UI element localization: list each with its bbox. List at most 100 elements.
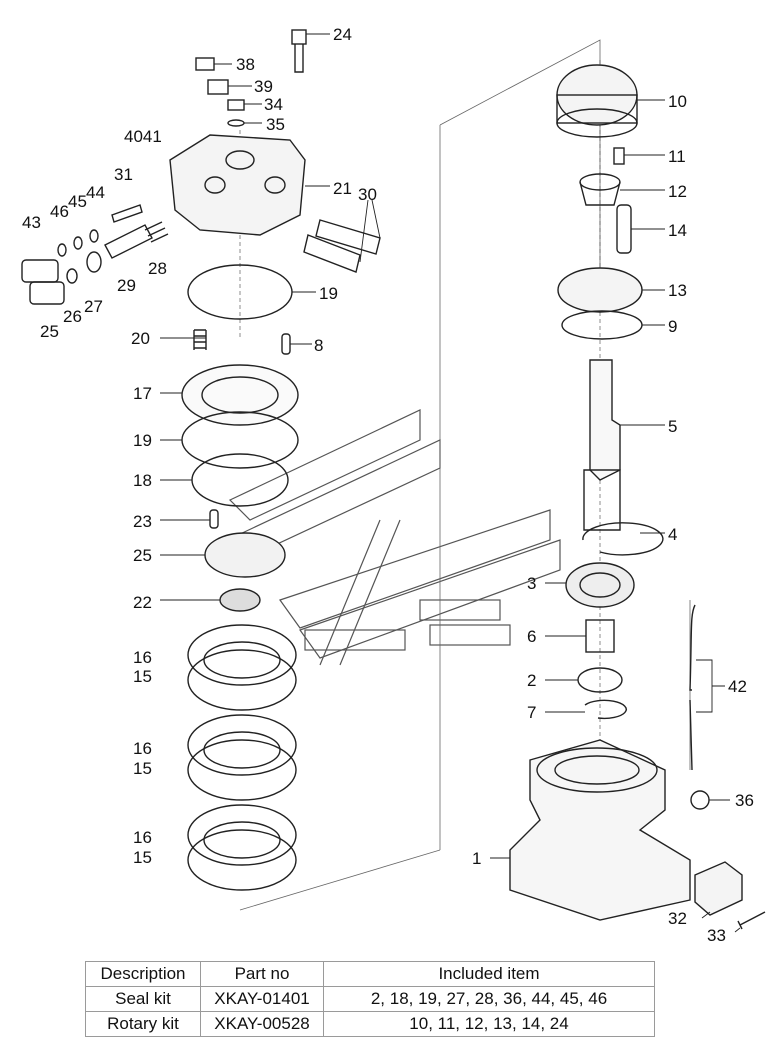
callout-13: 13 — [668, 281, 687, 300]
callout-26: 25 — [40, 322, 59, 341]
table-row: Seal kit XKAY-01401 2, 18, 19, 27, 28, 3… — [85, 986, 655, 1012]
part-38-plug — [195, 57, 215, 71]
watermark-logo — [228, 409, 561, 666]
callout-20: 20 — [131, 329, 150, 348]
row-description: Rotary kit — [85, 1011, 201, 1037]
part-29-spring — [144, 221, 169, 243]
boundary-lines — [239, 39, 691, 911]
callout-36: 35 — [266, 115, 285, 134]
part-34-bolt — [737, 911, 766, 930]
part-23-pin — [209, 509, 219, 529]
part-25-bolt — [291, 29, 307, 45]
part-44-oring — [89, 229, 99, 243]
header-part-no: Part no — [200, 961, 324, 987]
callout-24: 25 — [133, 546, 152, 565]
part-8-pin — [281, 333, 291, 355]
part-43-plug — [21, 259, 59, 283]
callout-labels: 24 38 39 34 35 4041 31 21 30 44 45 46 43… — [22, 25, 754, 945]
callout-29: 28 — [148, 259, 167, 278]
callout-39: 39 — [254, 77, 273, 96]
part-15-plate-a — [187, 649, 297, 711]
parts-left — [21, 29, 381, 891]
part-36-oring — [227, 119, 245, 127]
callout-2: 2 — [527, 671, 536, 690]
part-42-dipstick — [689, 604, 696, 771]
callout-38: 38 — [236, 55, 255, 74]
cover-port — [225, 150, 255, 170]
table-row: Rotary kit XKAY-00528 10, 11, 12, 13, 14… — [85, 1011, 655, 1037]
callout-42: 42 — [728, 677, 747, 696]
row-part-no: XKAY-01401 — [200, 986, 324, 1012]
callout-35: 34 — [264, 95, 283, 114]
callout-9: 9 — [668, 317, 677, 336]
callout-15-b: 15 — [133, 759, 152, 778]
row-description: Seal kit — [85, 986, 201, 1012]
callout-21: 21 — [333, 179, 352, 198]
callout-45: 45 — [68, 192, 87, 211]
part-20-spring — [193, 329, 207, 350]
callout-6: 6 — [527, 627, 536, 646]
part-7-snap-ring — [584, 699, 627, 720]
header-description: Description — [85, 961, 201, 987]
part-4-snap-ring — [582, 522, 664, 556]
part-28-oring — [86, 251, 102, 273]
header-included-item: Included item — [323, 961, 655, 987]
part-22-bearing — [219, 588, 261, 612]
part-31-valve-a — [315, 219, 381, 255]
callout-17: 17 — [133, 384, 152, 403]
part-25-shank — [294, 44, 304, 73]
callout-32: 31 — [114, 165, 133, 184]
callout-37: 36 — [735, 791, 754, 810]
callout-10: 10 — [668, 92, 687, 111]
callout-22: 22 — [133, 593, 152, 612]
callout-3: 3 — [527, 574, 536, 593]
row-items: 2, 18, 19, 27, 28, 36, 44, 45, 46 — [323, 986, 655, 1012]
part-16-disc-c — [187, 804, 297, 866]
callout-19: 19 — [133, 431, 152, 450]
part-9-plate — [561, 310, 643, 340]
part-39-plug — [207, 79, 229, 95]
parts-right — [509, 64, 766, 930]
callout-34: 33 — [707, 926, 726, 945]
callout-16-c: 16 — [133, 828, 152, 847]
row-part-no: XKAY-00528 — [200, 1011, 324, 1037]
callout-14: 14 — [668, 221, 687, 240]
callout-27: 26 — [63, 307, 82, 326]
part-32-spool — [111, 204, 143, 223]
callout-25: 24 — [333, 25, 352, 44]
callout-5: 5 — [668, 417, 677, 436]
part-27-oring — [66, 268, 78, 284]
callout-30: 29 — [117, 276, 136, 295]
callout-16-b: 16 — [133, 739, 152, 758]
kit-table: Description Part no Included item Seal k… — [85, 961, 655, 1037]
callout-15-a: 15 — [133, 667, 152, 686]
leader-lines — [160, 33, 741, 933]
part-3-bearing — [565, 562, 635, 608]
callout-31: 30 — [358, 185, 377, 204]
callout-15-c: 15 — [133, 848, 152, 867]
part-45-oring — [73, 236, 83, 250]
part-46-oring — [57, 243, 67, 257]
part-31-valve-b — [303, 234, 361, 273]
part-15-plate-c — [187, 829, 297, 891]
part-16-disc-b — [187, 714, 297, 776]
part-40-41-valve-cover — [169, 134, 306, 236]
part-15-plate-b — [187, 739, 297, 801]
part-16-disc-a — [187, 624, 297, 686]
part-17-plate — [181, 364, 299, 426]
part-5-shaft — [589, 359, 621, 481]
callout-46: 46 — [50, 202, 69, 221]
part-11-spring — [613, 147, 625, 165]
callout-8: 8 — [314, 336, 323, 355]
callout-1: 1 — [472, 849, 481, 868]
cover-port-3 — [204, 176, 226, 194]
kit-table-header: Description Part no Included item — [85, 961, 655, 987]
callout-4: 4 — [668, 525, 677, 544]
callout-4041: 4041 — [124, 127, 162, 146]
callout-28: 27 — [84, 297, 103, 316]
part-37-plug — [690, 790, 710, 810]
part-17-bore — [201, 376, 279, 414]
callout-19-top: 19 — [319, 284, 338, 303]
part-30-spool — [104, 224, 153, 259]
part-24-plate — [204, 532, 286, 578]
